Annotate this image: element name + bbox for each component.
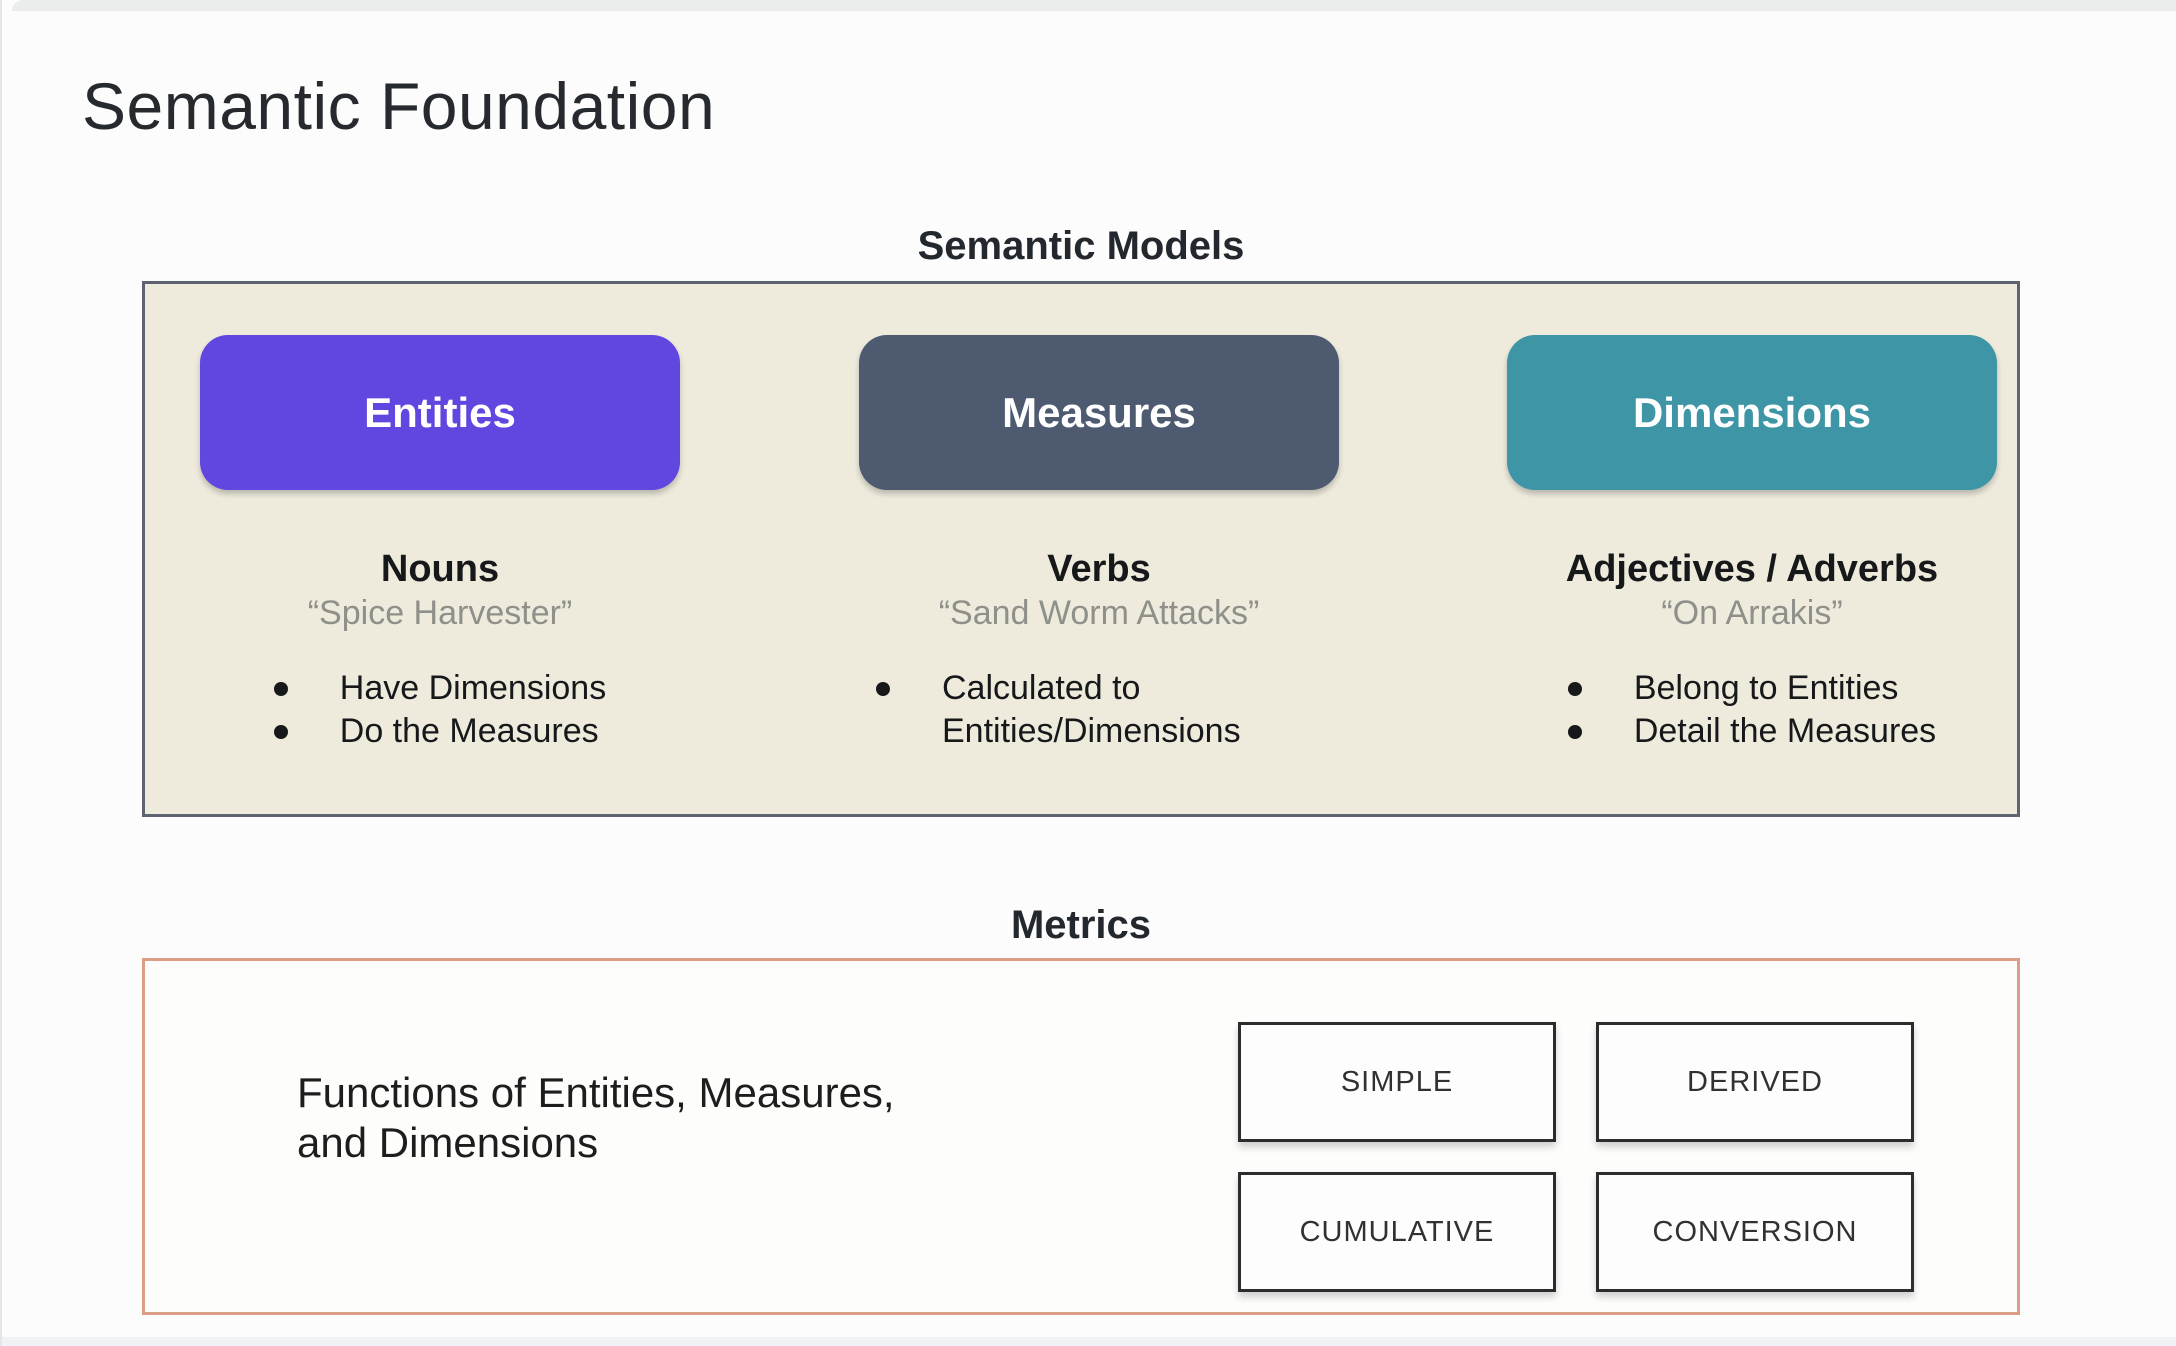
dimensions-column: Dimensions Adjectives / Adverbs “On Arra… [1472, 335, 2032, 752]
bullet-label: Belong to Entities [1633, 668, 1899, 707]
entities-column: Entities Nouns “Spice Harvester” Have Di… [180, 335, 700, 752]
list-item: Detail the Measures [1567, 710, 1937, 753]
metric-type-cumulative: CUMULATIVE [1238, 1172, 1556, 1292]
window-bottom-edge [2, 1337, 2176, 1346]
bullet-icon [273, 681, 288, 696]
entities-bullet-list: Have Dimensions Do the Measures [273, 667, 607, 753]
bullet-label: Calculated to Entities/Dimensions [942, 668, 1241, 750]
dimensions-bullet-list: Belong to Entities Detail the Measures [1567, 667, 1937, 753]
measures-heading: Verbs [1047, 548, 1151, 590]
list-item: Have Dimensions [273, 667, 607, 710]
dimensions-button: Dimensions [1507, 335, 1997, 490]
metrics-label: Metrics [1010, 903, 1152, 947]
metric-type-conversion: CONVERSION [1596, 1172, 1914, 1292]
bullet-label: Detail the Measures [1633, 711, 1937, 750]
metric-type-simple: SIMPLE [1238, 1022, 1556, 1142]
window-top-edge [12, 0, 2176, 11]
entities-quote: “Spice Harvester” [307, 593, 573, 632]
list-item: Belong to Entities [1567, 667, 1936, 710]
bullet-icon [1567, 724, 1582, 739]
measures-button: Measures [859, 335, 1339, 490]
list-item: Do the Measures [273, 710, 606, 753]
semantic-models-label: Semantic Models [917, 224, 1245, 268]
dimensions-heading: Adjectives / Adverbs [1565, 548, 1939, 590]
entities-heading: Nouns [380, 548, 500, 590]
metric-types-grid: SIMPLE DERIVED CUMULATIVE CONVERSION [1238, 1022, 1914, 1292]
measures-quote: “Sand Worm Attacks” [938, 593, 1260, 632]
bullet-icon [876, 681, 890, 696]
measures-column: Measures Verbs “Sand Worm Attacks” Calcu… [839, 335, 1359, 752]
metrics-description: Functions of Entities, Measures, and Dim… [297, 1069, 895, 1166]
dimensions-quote: “On Arrakis” [1661, 593, 1843, 632]
page-title: Semantic Foundation [82, 69, 716, 143]
measures-bullet-list: Calculated to Entities/Dimensions [876, 667, 1322, 753]
metric-type-derived: DERIVED [1596, 1022, 1914, 1142]
entities-button: Entities [200, 335, 680, 490]
list-item: Calculated to Entities/Dimensions [876, 667, 1322, 753]
bullet-icon [273, 724, 288, 739]
bullet-label: Do the Measures [339, 711, 599, 750]
bullet-icon [1567, 681, 1582, 696]
bullet-label: Have Dimensions [339, 668, 607, 707]
